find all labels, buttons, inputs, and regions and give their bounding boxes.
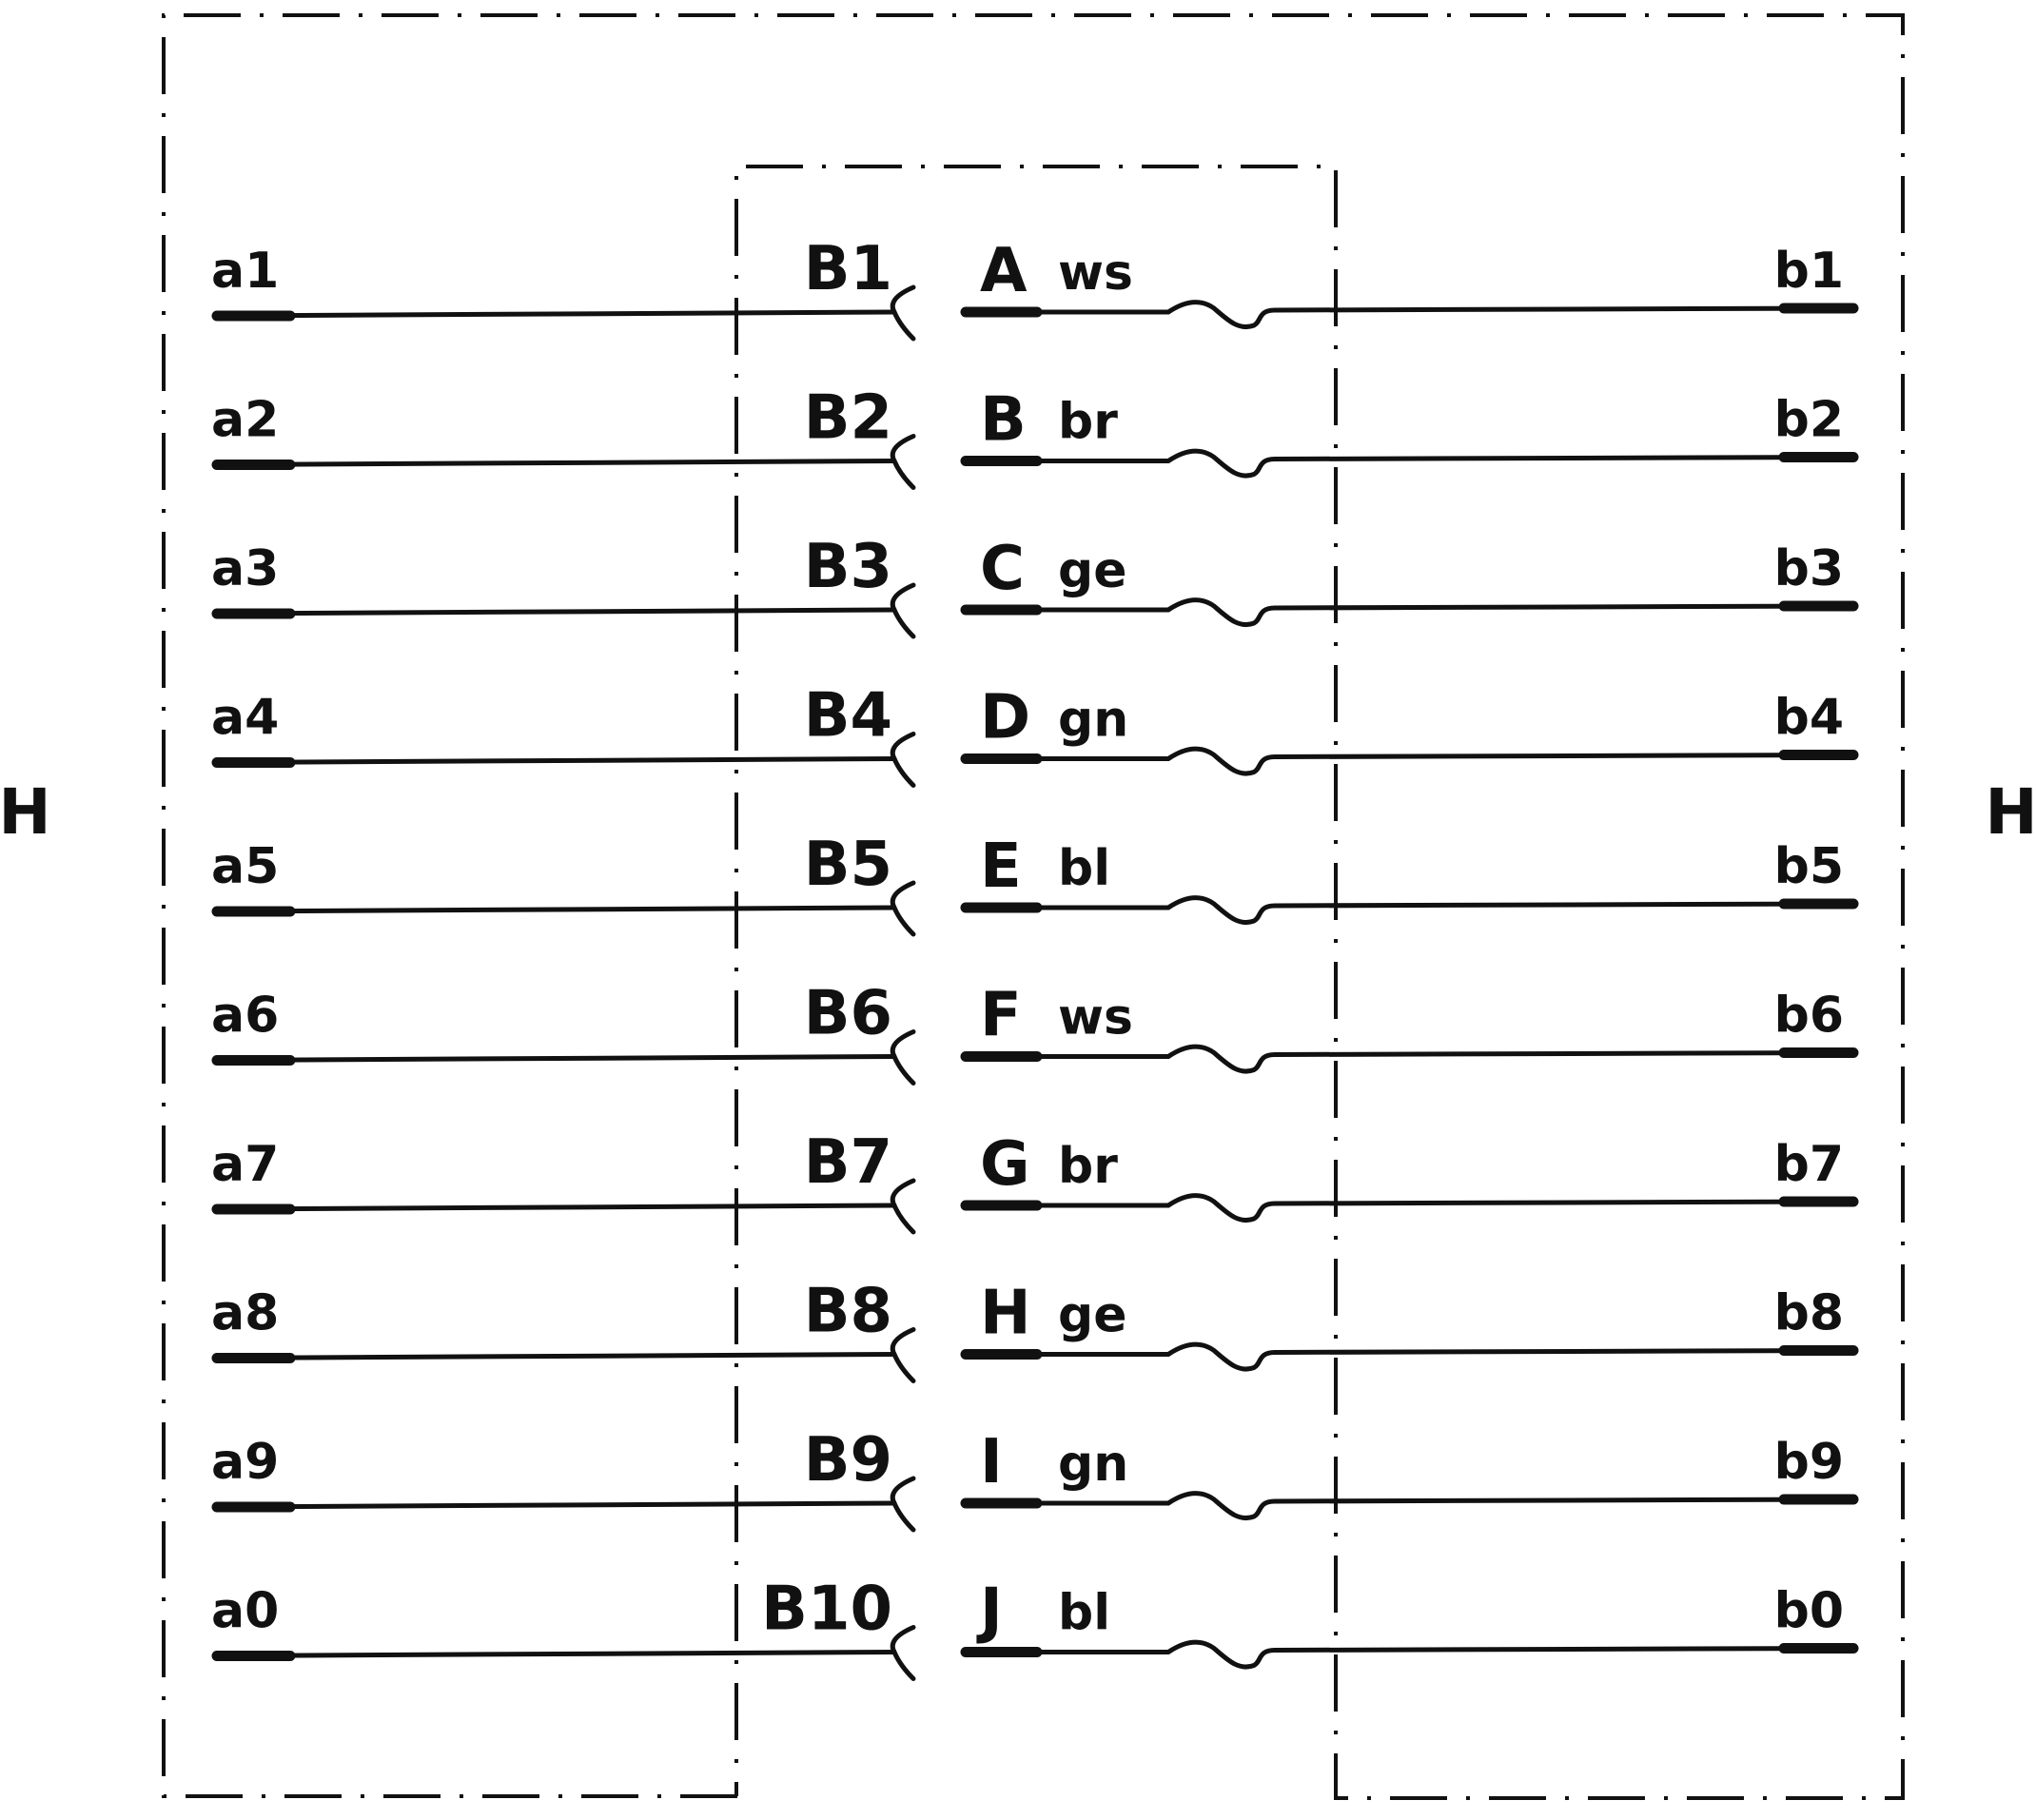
left-wire <box>214 1203 897 1212</box>
right-terminal-label: b8 <box>1774 1285 1844 1342</box>
side-label-left: H <box>0 775 51 849</box>
contact-label: E <box>980 832 1022 902</box>
left-terminal-label: a2 <box>211 392 279 449</box>
socket-symbol <box>890 880 916 937</box>
left-wire <box>214 607 897 616</box>
pin-label: B8 <box>804 1277 892 1347</box>
contact-label: C <box>980 534 1025 604</box>
right-wire <box>963 1491 1856 1520</box>
outer-boundary <box>162 13 1905 1800</box>
left-terminal-label: a9 <box>211 1434 279 1491</box>
socket-symbol <box>890 1327 916 1383</box>
socket-symbol <box>890 1029 916 1086</box>
left-terminal-label: a6 <box>211 988 279 1045</box>
pin-label: B10 <box>761 1575 892 1645</box>
pin-label: B5 <box>804 830 892 900</box>
contact-label: G <box>980 1129 1030 1200</box>
right-terminal-label: b3 <box>1774 540 1844 597</box>
pin-label: B7 <box>804 1127 892 1198</box>
pin-label: B6 <box>804 979 892 1049</box>
wire-color-label: br <box>1058 394 1118 451</box>
socket-symbol <box>890 1178 916 1235</box>
right-terminal-label: b9 <box>1774 1434 1844 1491</box>
right-wire <box>963 746 1856 776</box>
socket-symbol <box>890 1476 916 1533</box>
wire-color-label: bl <box>1058 1585 1110 1642</box>
left-terminal-label: a4 <box>211 690 279 747</box>
left-terminal-label: a3 <box>211 540 279 597</box>
right-wire <box>963 1639 1856 1670</box>
socket-symbol <box>890 732 916 788</box>
right-terminal-label: b2 <box>1774 392 1844 449</box>
left-wire <box>214 459 897 467</box>
left-wire <box>214 905 897 914</box>
left-wire <box>214 1650 897 1658</box>
wire-color-label: bl <box>1058 840 1110 897</box>
right-terminal-label: b6 <box>1774 988 1844 1045</box>
left-wire <box>214 1500 897 1510</box>
left-wire <box>214 756 897 765</box>
right-wire <box>963 1341 1856 1372</box>
wire-color-label: ws <box>1058 245 1133 302</box>
right-terminal-label: b0 <box>1774 1583 1844 1640</box>
contact-label: I <box>980 1427 1003 1497</box>
right-wire <box>963 1044 1856 1074</box>
left-terminal-label: a5 <box>211 838 279 895</box>
right-terminal-label: b4 <box>1774 690 1844 747</box>
wire-color-label: br <box>1058 1138 1118 1195</box>
left-wire <box>214 1352 897 1360</box>
left-terminal-label: a7 <box>211 1136 279 1193</box>
pin-label: B4 <box>804 681 892 752</box>
pin-label: B3 <box>804 532 892 602</box>
wire-color-label: gn <box>1058 1436 1128 1493</box>
right-wire <box>963 300 1856 329</box>
right-terminal-label: b5 <box>1774 838 1844 895</box>
wire-color-label: gn <box>1058 692 1128 749</box>
left-terminal-label: a1 <box>211 243 279 300</box>
pin-label: B2 <box>804 383 892 454</box>
contact-label: B <box>980 385 1027 456</box>
right-terminal-label: b7 <box>1774 1136 1844 1193</box>
pin-label: B9 <box>804 1425 892 1496</box>
right-wire <box>963 597 1856 627</box>
wire-color-label: ge <box>1058 542 1127 599</box>
right-wire <box>963 448 1856 479</box>
left-terminal-label: a0 <box>211 1583 279 1640</box>
left-wire <box>214 309 897 319</box>
contact-label: A <box>980 236 1028 306</box>
contact-label: F <box>980 981 1022 1051</box>
left-terminal-label: a8 <box>211 1285 279 1342</box>
pin-label: B1 <box>804 234 892 304</box>
side-label-right: H <box>1985 775 2036 849</box>
right-wire <box>963 1193 1856 1223</box>
socket-symbol <box>890 434 916 490</box>
right-wire <box>963 895 1856 925</box>
right-terminal-label: b1 <box>1774 243 1844 300</box>
wire-color-label: ws <box>1058 989 1133 1047</box>
left-wire <box>214 1054 897 1063</box>
socket-symbol <box>890 284 916 342</box>
contact-label: D <box>980 683 1030 753</box>
socket-symbol <box>890 1625 916 1681</box>
socket-symbol <box>890 582 916 639</box>
contact-label: H <box>980 1279 1031 1349</box>
wire-color-label: ge <box>1058 1287 1127 1344</box>
contact-label: J <box>976 1576 1003 1647</box>
